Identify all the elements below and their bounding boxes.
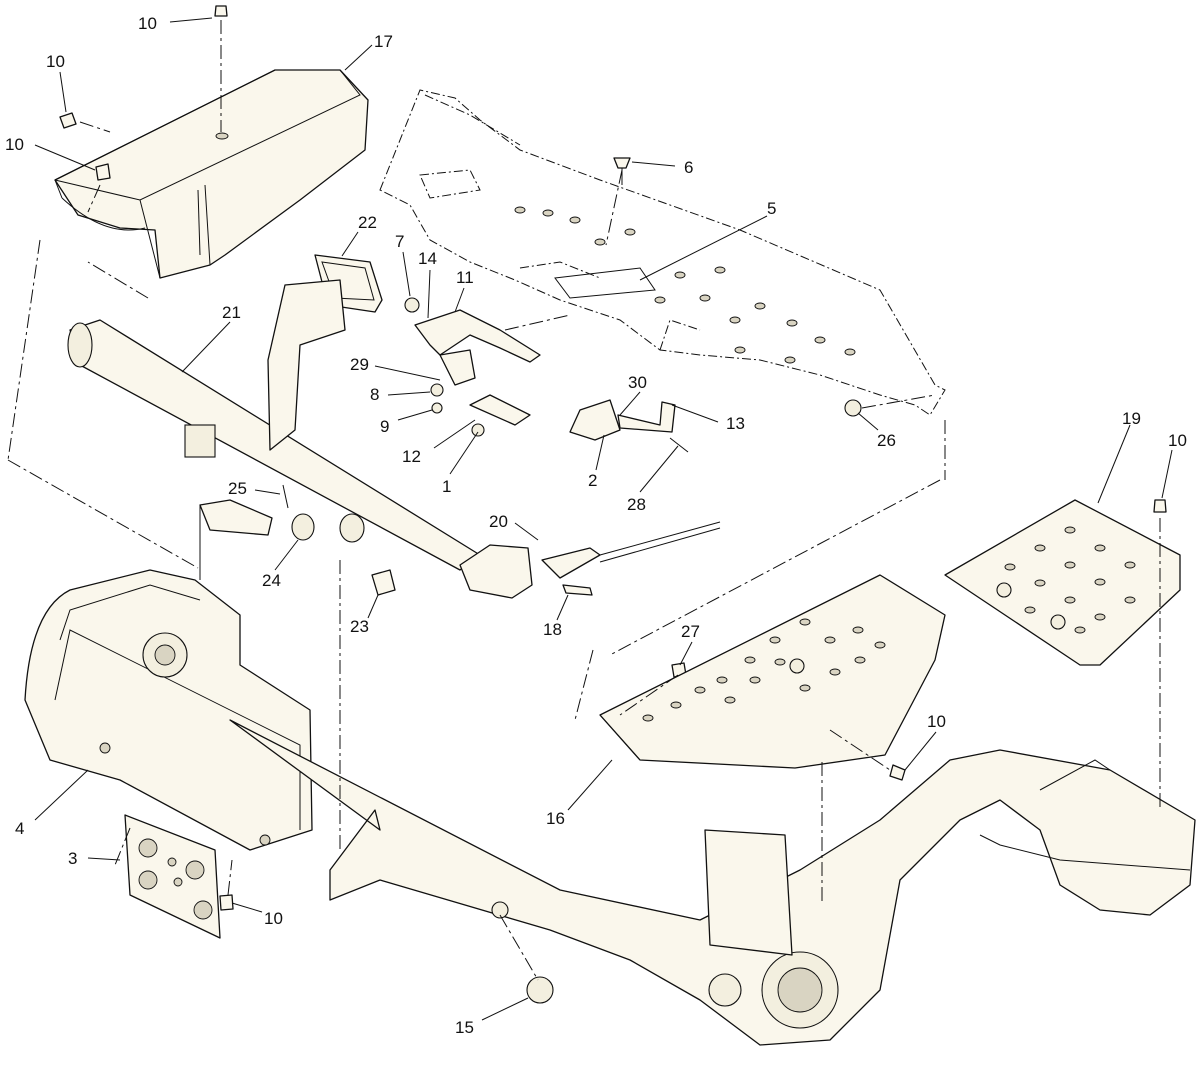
part-4-front-frame [24, 569, 313, 851]
assembly-axis-lines [7, 20, 1161, 981]
part-5-floor-plate [379, 89, 946, 416]
part-3-plate [124, 814, 221, 939]
callout-27: 27 [681, 622, 700, 641]
callout-14: 14 [418, 249, 437, 268]
callout-16: 16 [546, 809, 565, 828]
screw-icons [59, 5, 1167, 911]
callout-13: 13 [726, 414, 745, 433]
parts-18-20-rod-end [541, 521, 721, 596]
callout-10: 10 [264, 909, 283, 928]
callout-labels: 10 17 10 10 6 5 22 7 14 11 21 29 8 9 12 … [5, 14, 1187, 1037]
callout-6: 6 [684, 158, 693, 177]
callout-1: 1 [442, 477, 451, 496]
callout-10: 10 [5, 135, 24, 154]
callout-22: 22 [358, 213, 377, 232]
callout-7: 7 [395, 232, 404, 251]
callout-9: 9 [380, 417, 389, 436]
callout-10: 10 [1168, 431, 1187, 450]
callout-8: 8 [370, 385, 379, 404]
part-16-foot-platform [599, 574, 946, 769]
callout-12: 12 [402, 447, 421, 466]
part-19-step-plate [944, 499, 1181, 666]
part-11-bracket [404, 297, 541, 386]
callout-17: 17 [374, 32, 393, 51]
callout-30: 30 [628, 373, 647, 392]
callout-29: 29 [350, 355, 369, 374]
parts-23-24-25 [199, 484, 396, 596]
callout-4: 4 [15, 819, 24, 838]
part-12-clip [430, 383, 531, 437]
step-plate-holes [996, 526, 1136, 634]
callout-18: 18 [543, 620, 562, 639]
part-15-bushing [526, 976, 554, 1004]
floor-plate-holes [514, 206, 856, 364]
callout-21: 21 [222, 303, 241, 322]
part-26-nut [844, 399, 862, 417]
callout-10: 10 [138, 14, 157, 33]
main-frame [229, 719, 1196, 1046]
callout-26: 26 [877, 431, 896, 450]
callout-11: 11 [456, 268, 474, 287]
callout-20: 20 [489, 512, 508, 531]
callout-23: 23 [350, 617, 369, 636]
callout-28: 28 [627, 495, 646, 514]
callout-2: 2 [588, 471, 597, 490]
callout-10: 10 [46, 52, 65, 71]
callout-3: 3 [68, 849, 77, 868]
part-17-cover [54, 69, 369, 279]
part-21-pedal-shaft [67, 279, 533, 599]
callout-15: 15 [455, 1018, 474, 1037]
callout-19: 19 [1122, 409, 1141, 428]
callout-25: 25 [228, 479, 247, 498]
callout-5: 5 [767, 199, 776, 218]
callout-24: 24 [262, 571, 281, 590]
callout-leaders [34, 17, 1173, 1021]
foot-platform-holes [642, 618, 886, 722]
part-2-latch [569, 399, 689, 453]
callout-10: 10 [927, 712, 946, 731]
